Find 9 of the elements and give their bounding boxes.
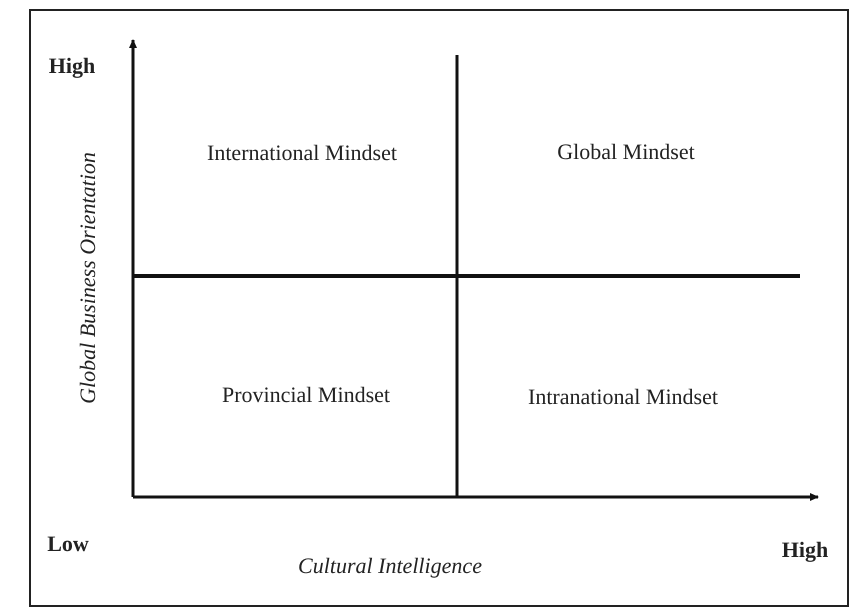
axis-title: Global Business Orientation	[76, 152, 100, 404]
axis-level-label: Low	[47, 532, 89, 556]
quadrant-label: Global Mindset	[557, 140, 695, 164]
axis-level-label: High	[782, 538, 828, 562]
axis-level-label: High	[48, 54, 96, 78]
quadrant-label: Provincial Mindset	[222, 382, 390, 408]
quadrant-label: International Mindset	[207, 140, 397, 166]
axis-title: Cultural Intelligence	[298, 554, 482, 578]
quadrant-label: Intranational Mindset	[528, 384, 718, 410]
